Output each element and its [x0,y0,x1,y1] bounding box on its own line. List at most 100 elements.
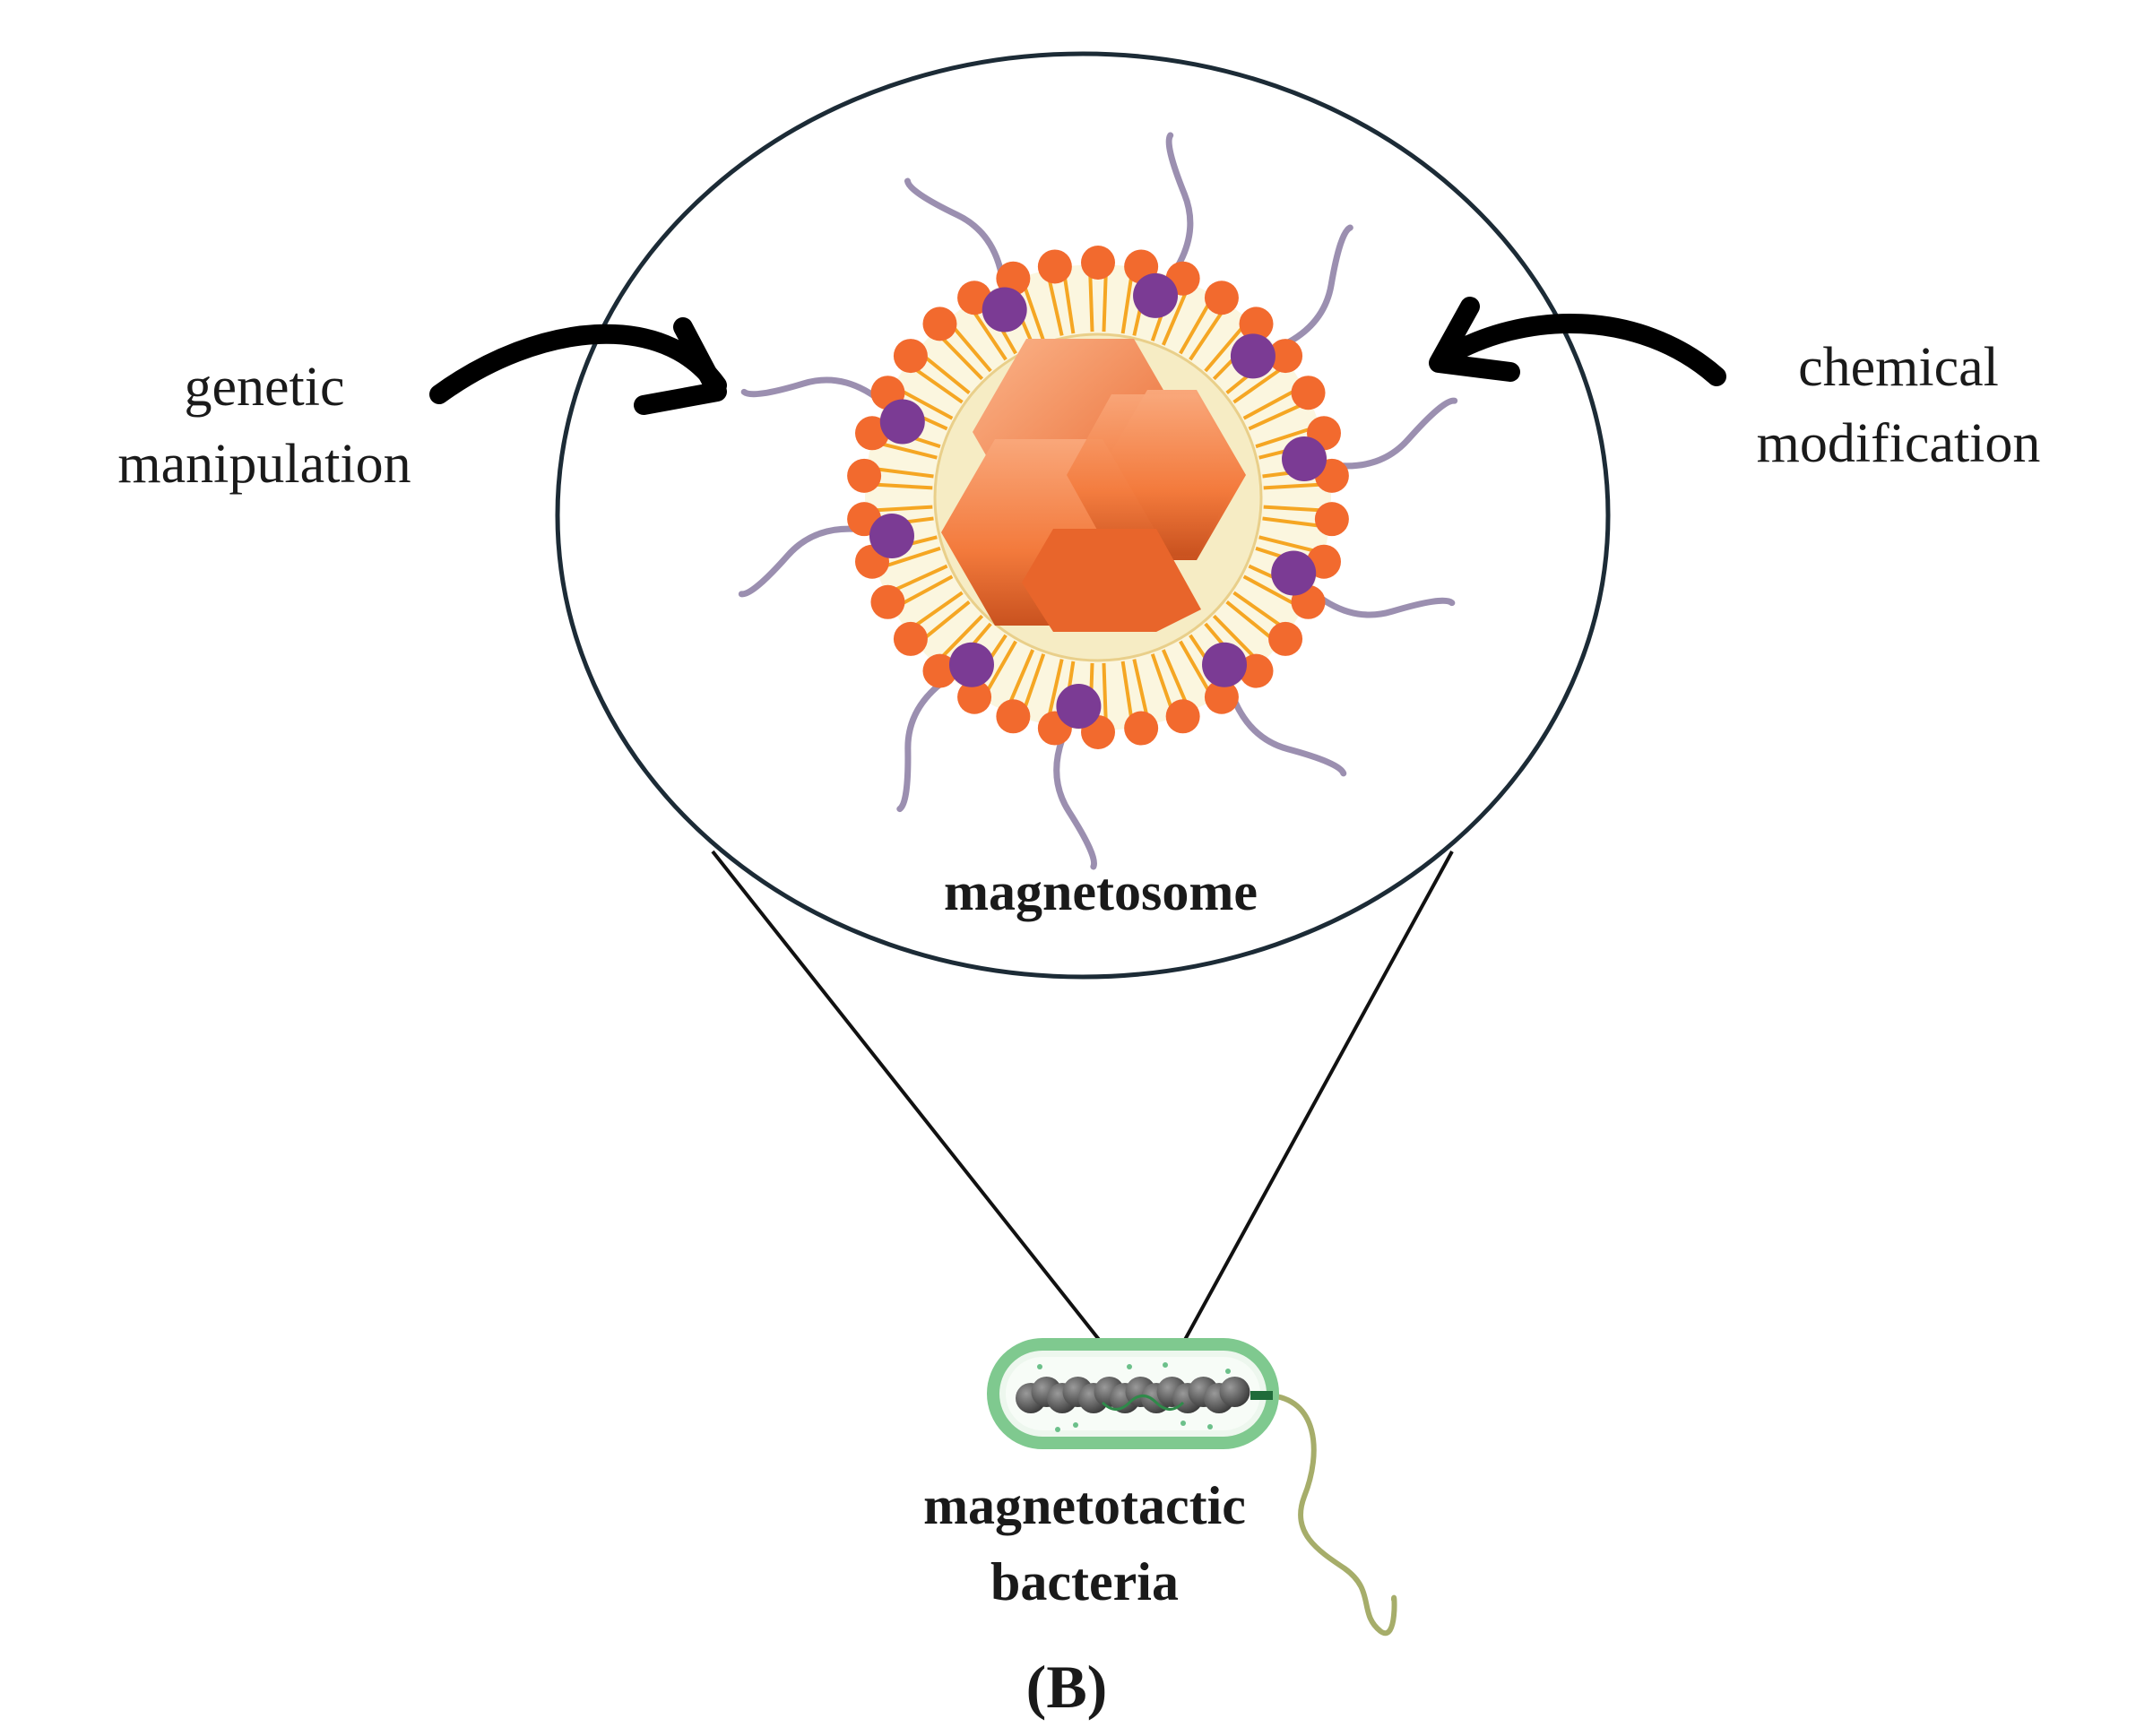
lipid-tail [1120,273,1134,334]
magnetite-crystal [941,339,1246,632]
lipid-head [1239,653,1274,688]
lipid-tail [891,564,948,593]
lipid-head [1124,711,1159,746]
lipid-tail [912,591,964,629]
lipid-tail [1120,661,1134,721]
lipid-tail [1212,614,1258,661]
lipid-head [1291,376,1326,410]
lipid-tail [1179,300,1212,355]
magnetotactic-bacterium [987,1338,1397,1637]
lipid-tail [1242,574,1298,607]
membrane-protein [869,513,914,558]
right-curved-arrow [1429,297,1726,386]
lipid-tail [1062,273,1076,334]
lipid-tail [1047,659,1064,719]
panel-label: (B) [1026,1653,1108,1721]
lipid-tail [1088,272,1094,333]
zoom-lines [711,850,1454,1378]
lipid-head [1239,307,1274,341]
right-label-line2: modification [1757,413,2041,474]
cytoplasm-dots [1037,1362,1231,1432]
lipid-tail [1132,659,1149,719]
lipid-tail [1161,649,1189,706]
lipid-tail [878,441,938,460]
lipid-tail [1232,366,1284,404]
magnetosome-label: magnetosome [944,862,1258,921]
lipid-head [847,458,882,493]
bacteria-label-line1: magnetotactic [923,1476,1246,1535]
lipid-tail [873,466,934,479]
lipid-tail [1255,426,1314,449]
lipid-tail [950,324,992,373]
cytoplasm-dot [1225,1369,1231,1374]
lipid-head [1165,699,1200,734]
lipid-head [870,584,905,619]
lipid-head [1204,679,1239,714]
cytoplasm-dot [1163,1362,1168,1368]
lipid-tail [1263,482,1324,490]
lipid-head [1314,502,1349,537]
lipid-tail [1150,653,1174,712]
cytoplasm-dot [1037,1364,1042,1369]
lipid-tail [1232,591,1284,629]
membrane-protein [1202,642,1248,687]
membrane-protein [1271,550,1317,596]
lipid-tail [1007,649,1035,706]
magnetosome-bead [1219,1377,1250,1407]
lipid-tail [1204,324,1246,373]
lipid-tail [912,366,964,404]
lipid-tail [1047,276,1064,336]
right-label-line1: chemical [1798,337,1999,398]
lipid-tail [938,614,984,661]
left-label-line1: genetic [184,357,344,418]
lipid-tail [984,640,1017,695]
lipid-head [1268,339,1303,374]
lipid-tail [898,574,954,607]
magnetosome-illustration [738,132,1458,870]
lipid-head [996,699,1031,734]
lipid-tail [938,334,984,381]
lipid-tail [872,505,933,513]
lipid-tail [1263,505,1324,513]
lipid-head [922,653,957,688]
lipid-tail [1225,600,1275,642]
lipid-head [893,339,928,374]
flagellum [1266,1393,1397,1637]
lipid-head [1268,621,1303,656]
lipid-head [1081,246,1115,280]
left-curved-arrow [429,317,727,415]
cytoplasm-dot [1055,1427,1060,1432]
membrane-protein [1056,684,1102,730]
cytoplasm-dot [1127,1364,1132,1369]
lipid-head [1204,281,1239,315]
membrane-protein [1133,272,1179,318]
membrane-protein [948,642,994,687]
lipid-tail [1189,308,1225,361]
lipid-tail [1262,516,1323,529]
lipid-tail [872,482,933,490]
lipid-tail [898,388,954,420]
cytoplasm-dot [1073,1422,1078,1428]
lipid-head [957,679,992,714]
membrane-protein [879,399,925,445]
lipid-tail [1258,535,1319,554]
lipid-head [893,621,928,656]
lipid-tail [882,546,941,569]
cytoplasm-dot [1180,1421,1186,1426]
cytoplasm-dot [1207,1424,1213,1429]
membrane-proteins [869,272,1327,730]
lipid-tail [1248,402,1305,431]
lipid-head [922,307,957,341]
magnetosome-chain [1016,1377,1250,1413]
lipid-tail [1242,388,1298,420]
bacteria-label-line2: bacteria [990,1552,1179,1611]
lipid-tail [1179,640,1212,695]
lipid-tail [1022,283,1046,341]
lipid-tail [921,600,971,642]
lipid-tail [1102,272,1108,333]
lipid-head [996,261,1031,296]
membrane-protein [1282,436,1327,482]
lipid-tail [971,308,1007,361]
lipid-tail [921,353,971,394]
